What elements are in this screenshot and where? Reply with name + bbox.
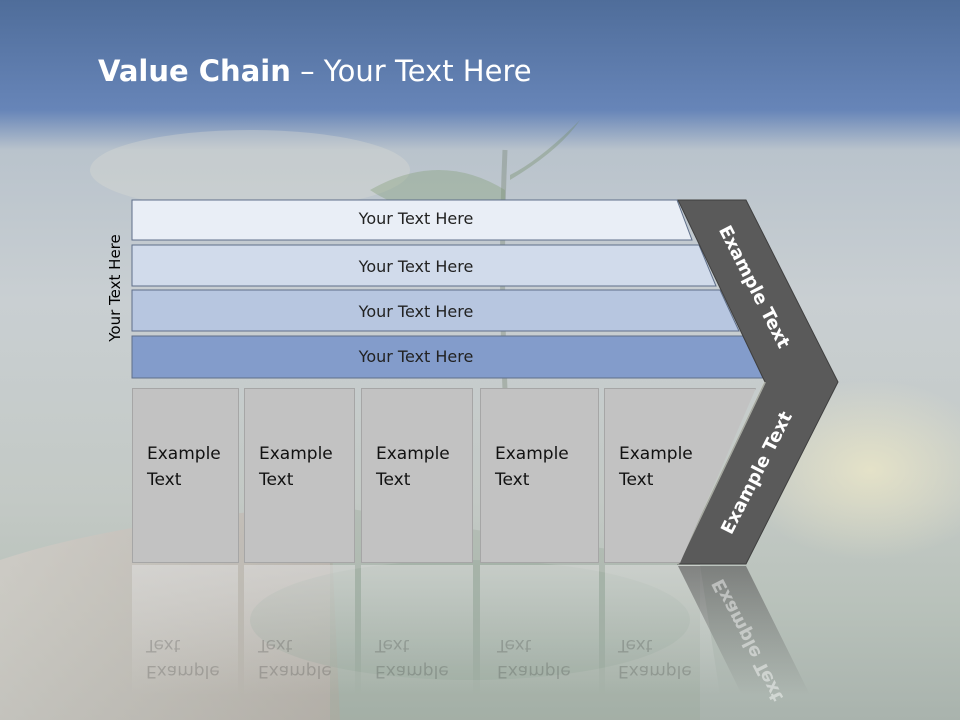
box-4-refl-line1: Example bbox=[497, 661, 571, 681]
box-4-refl-line2: Text bbox=[497, 635, 532, 655]
box-3-line1: Example bbox=[376, 444, 450, 464]
box-5-refl-line2: Text bbox=[618, 635, 653, 655]
chevron-label-reflection: Example Text bbox=[708, 575, 788, 705]
chevron-upper-label: Example Text bbox=[714, 222, 794, 352]
box-5-refl-line1: Example bbox=[618, 661, 692, 681]
activity-box-1[interactable]: Example Text bbox=[132, 388, 239, 563]
box-2-reflection-text: Example Text bbox=[258, 632, 332, 684]
activity-box-4[interactable]: Example Text bbox=[480, 388, 599, 563]
row-label-3: Your Text Here bbox=[358, 302, 474, 321]
box-2-refl-line1: Example bbox=[258, 661, 332, 681]
box-2-refl-line2: Text bbox=[258, 635, 293, 655]
box-4-reflection-text: Example Text bbox=[497, 632, 571, 684]
box-1-line2: Text bbox=[147, 470, 182, 490]
box-4-line2: Text bbox=[495, 470, 530, 490]
box-2-line1: Example bbox=[259, 444, 333, 464]
box-1-reflection-text: Example Text bbox=[146, 632, 220, 684]
row-label-4: Your Text Here bbox=[358, 347, 474, 366]
activity-box-3[interactable]: Example Text bbox=[361, 388, 473, 563]
box-5-line1: Example bbox=[619, 444, 693, 464]
box-3-line2: Text bbox=[376, 470, 411, 490]
row-label-1: Your Text Here bbox=[358, 209, 474, 228]
box-2-line2: Text bbox=[259, 470, 294, 490]
box-5-line2: Text bbox=[619, 470, 654, 490]
row-label-2: Your Text Here bbox=[358, 257, 474, 276]
box-5-reflection-text: Example Text bbox=[618, 632, 692, 684]
title-rest: – Your Text Here bbox=[290, 54, 532, 88]
box-4-line1: Example bbox=[495, 444, 569, 464]
title-bold: Value Chain bbox=[98, 54, 291, 88]
box-3-reflection-text: Example Text bbox=[375, 632, 449, 684]
box-3-refl-line2: Text bbox=[375, 635, 410, 655]
box-1-line1: Example bbox=[147, 444, 221, 464]
side-label: Your Text Here bbox=[106, 234, 124, 342]
activity-box-2[interactable]: Example Text bbox=[244, 388, 355, 563]
box-3-refl-line1: Example bbox=[375, 661, 449, 681]
slide-title: Value Chain – Your Text Here bbox=[98, 54, 532, 88]
box-1-refl-line1: Example bbox=[146, 661, 220, 681]
box-1-refl-line2: Text bbox=[146, 635, 181, 655]
